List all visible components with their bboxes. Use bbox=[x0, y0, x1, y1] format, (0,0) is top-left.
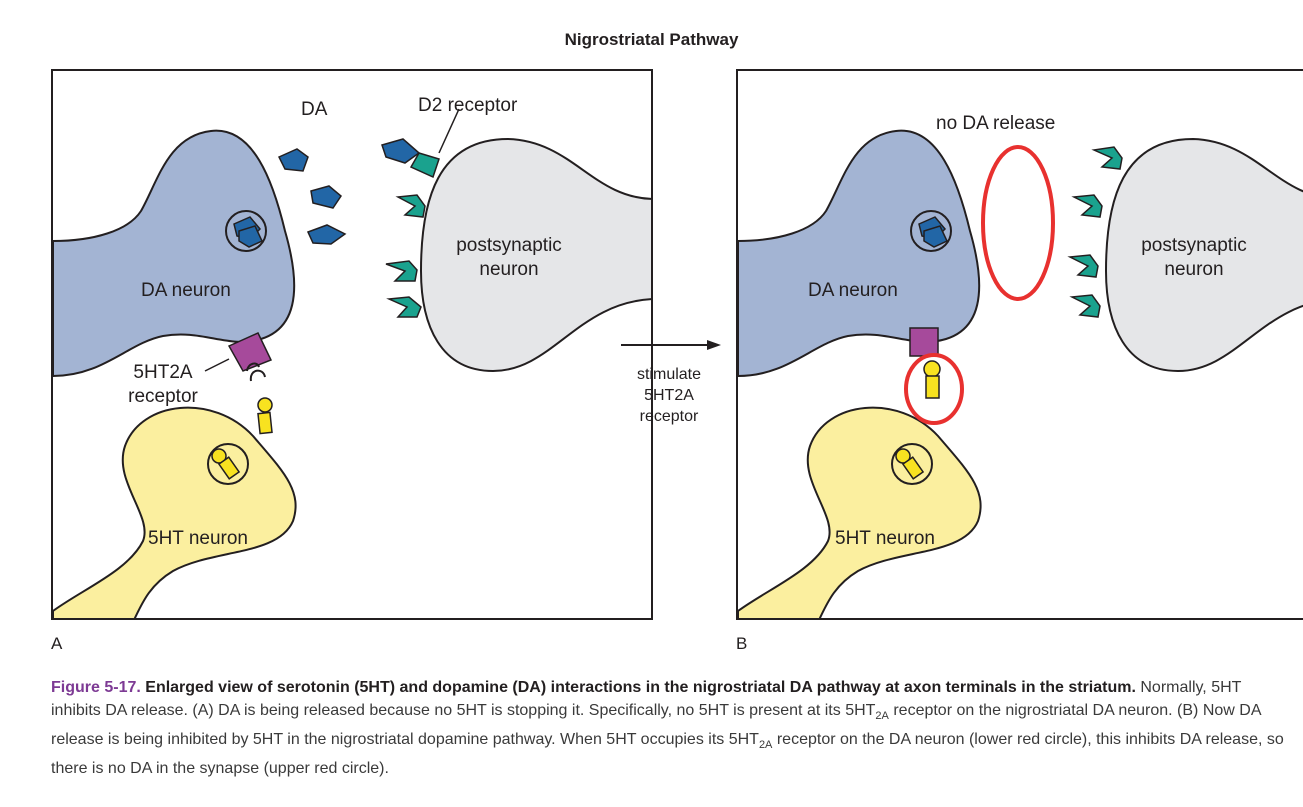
serotonin-icon-body bbox=[257, 411, 273, 435]
d2-receptor-icon bbox=[1091, 146, 1123, 170]
bound-serotonin-icon bbox=[923, 360, 941, 378]
caption-subscript: 2A bbox=[758, 739, 773, 752]
serotonin-icon bbox=[257, 397, 273, 413]
caption-line-4: (upper red circle). bbox=[263, 760, 389, 778]
lower-highlight-circle bbox=[904, 353, 964, 425]
caption-line-2b: receptor on the nigrostriatal DA neuron.… bbox=[51, 702, 1261, 749]
panel-b-diagram bbox=[738, 129, 1303, 618]
d2-receptor-icon bbox=[386, 296, 422, 318]
caption-subscript: 2A bbox=[875, 710, 889, 723]
label-da: DA bbox=[301, 99, 328, 120]
da-vesicle bbox=[225, 210, 267, 252]
receptor-5ht2a-icon bbox=[909, 327, 939, 357]
caption-line-2a: at its 5HT bbox=[806, 702, 876, 719]
da-neuron-shape bbox=[738, 129, 981, 378]
label-no-da-release: no DA release bbox=[936, 113, 1056, 134]
receptor-5ht2a-pointer bbox=[204, 358, 230, 372]
vesicle-serotonin-icon-body bbox=[217, 456, 241, 480]
caption-bold-text: Enlarged view of serotonin (5HT) and dop… bbox=[145, 679, 1136, 696]
receptor-5ht2a-binding-site bbox=[246, 362, 266, 382]
d2-receptor-icon bbox=[395, 194, 426, 218]
caption-figure-number: Figure 5-17. bbox=[51, 679, 141, 696]
d2-receptor-icon bbox=[1069, 294, 1101, 318]
receptor-5ht2a-icon bbox=[227, 332, 273, 372]
caption-line-3a: When 5HT occupies its 5HT bbox=[560, 731, 759, 749]
label-postsynaptic-neuron: postsynaptic neuron bbox=[1141, 235, 1247, 280]
label-d2-receptor: D2 receptor bbox=[418, 95, 518, 116]
ht-vesicle bbox=[207, 443, 249, 485]
d2-receptor-icon bbox=[409, 152, 440, 179]
caption-line-3b: receptor on the DA neuron (lower red cir… bbox=[51, 731, 1284, 778]
figure-title: Nigrostriatal Pathway bbox=[564, 30, 739, 49]
panel-a: DA D2 receptor postsynaptic neuron DA ne… bbox=[51, 69, 653, 620]
d2-receptor-icon bbox=[1067, 254, 1099, 278]
da-vesicle bbox=[910, 210, 952, 252]
vesicle-serotonin-icon bbox=[895, 448, 911, 464]
label-da-neuron: DA neuron bbox=[808, 280, 898, 301]
dopamine-icon bbox=[277, 148, 309, 172]
panel-a-letter: A bbox=[51, 634, 63, 653]
label-da-neuron: DA neuron bbox=[141, 280, 231, 301]
vesicle-dopamine-icon bbox=[238, 225, 263, 248]
d2-receptor-pointer bbox=[438, 108, 460, 154]
label-5ht2a-receptor: 5HT2A receptor bbox=[128, 362, 198, 407]
ht-vesicle bbox=[891, 443, 933, 485]
da-neuron-shape bbox=[53, 129, 296, 378]
vesicle-dopamine-icon bbox=[923, 225, 948, 248]
transition-label: stimulate 5HT2A receptor bbox=[636, 366, 702, 425]
vesicle-serotonin-icon-body bbox=[901, 456, 925, 480]
transition-arrow bbox=[621, 340, 721, 350]
vesicle-serotonin-icon bbox=[211, 448, 227, 464]
panel-b-letter: B bbox=[736, 634, 748, 653]
ht-neuron-shape bbox=[53, 406, 297, 618]
label-postsynaptic-neuron: postsynaptic neuron bbox=[456, 235, 562, 280]
ht-neuron-shape bbox=[738, 406, 982, 618]
bound-serotonin-icon-body bbox=[925, 375, 940, 399]
dopamine-icon bbox=[310, 185, 342, 209]
panel-a-diagram bbox=[53, 108, 651, 618]
label-5ht-neuron: 5HT neuron bbox=[835, 528, 935, 549]
label-5ht-neuron: 5HT neuron bbox=[148, 528, 248, 549]
d2-receptor-icon bbox=[385, 260, 418, 282]
postsynaptic-neuron-shape bbox=[419, 137, 651, 373]
caption-line-1: Normally, 5HT inhibits DA release. (A) D… bbox=[51, 679, 1242, 719]
upper-highlight-circle bbox=[981, 145, 1055, 301]
figure-caption: Figure 5-17. Enlarged view of serotonin … bbox=[51, 676, 1291, 780]
postsynaptic-neuron-shape bbox=[1104, 137, 1303, 373]
panel-b: no DA release postsynaptic neuron DA neu… bbox=[736, 69, 1303, 620]
dopamine-icon bbox=[306, 224, 347, 245]
d2-receptor-icon bbox=[1071, 194, 1103, 218]
bound-dopamine-icon bbox=[381, 138, 421, 164]
